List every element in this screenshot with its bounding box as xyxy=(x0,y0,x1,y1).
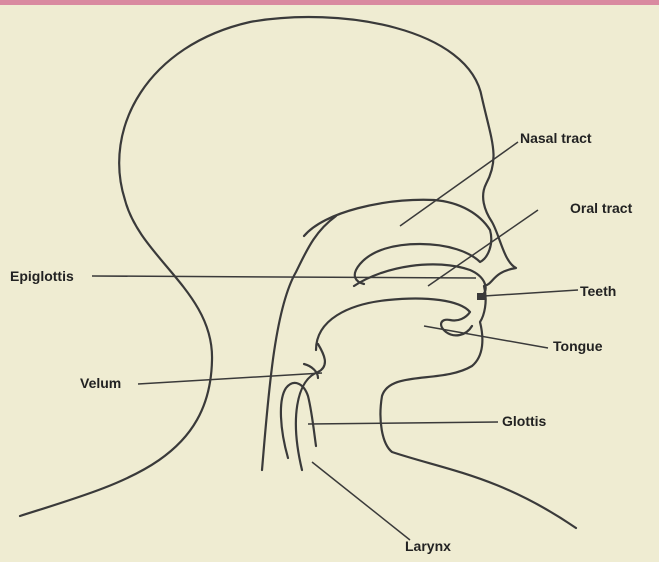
tongue-outline xyxy=(316,299,472,351)
pharynx-back-wall xyxy=(262,216,336,470)
label-tongue: Tongue xyxy=(553,338,603,354)
label-glottis: Glottis xyxy=(502,413,546,429)
palate xyxy=(304,200,491,284)
upper-oral-contour xyxy=(354,264,486,296)
label-larynx: Larynx xyxy=(405,538,451,554)
epiglottis-leader xyxy=(92,276,476,278)
teeth-leader xyxy=(484,290,578,296)
label-nasal-tract: Nasal tract xyxy=(520,130,592,146)
nasal-tract-leader xyxy=(400,142,518,226)
larynx-leader xyxy=(312,462,410,540)
label-velum: Velum xyxy=(80,375,121,391)
label-oral-tract: Oral tract xyxy=(570,200,632,216)
glottis-leader xyxy=(308,422,498,424)
label-teeth: Teeth xyxy=(580,283,616,299)
label-epiglottis: Epiglottis xyxy=(10,268,74,284)
tongue-leader xyxy=(424,326,548,348)
